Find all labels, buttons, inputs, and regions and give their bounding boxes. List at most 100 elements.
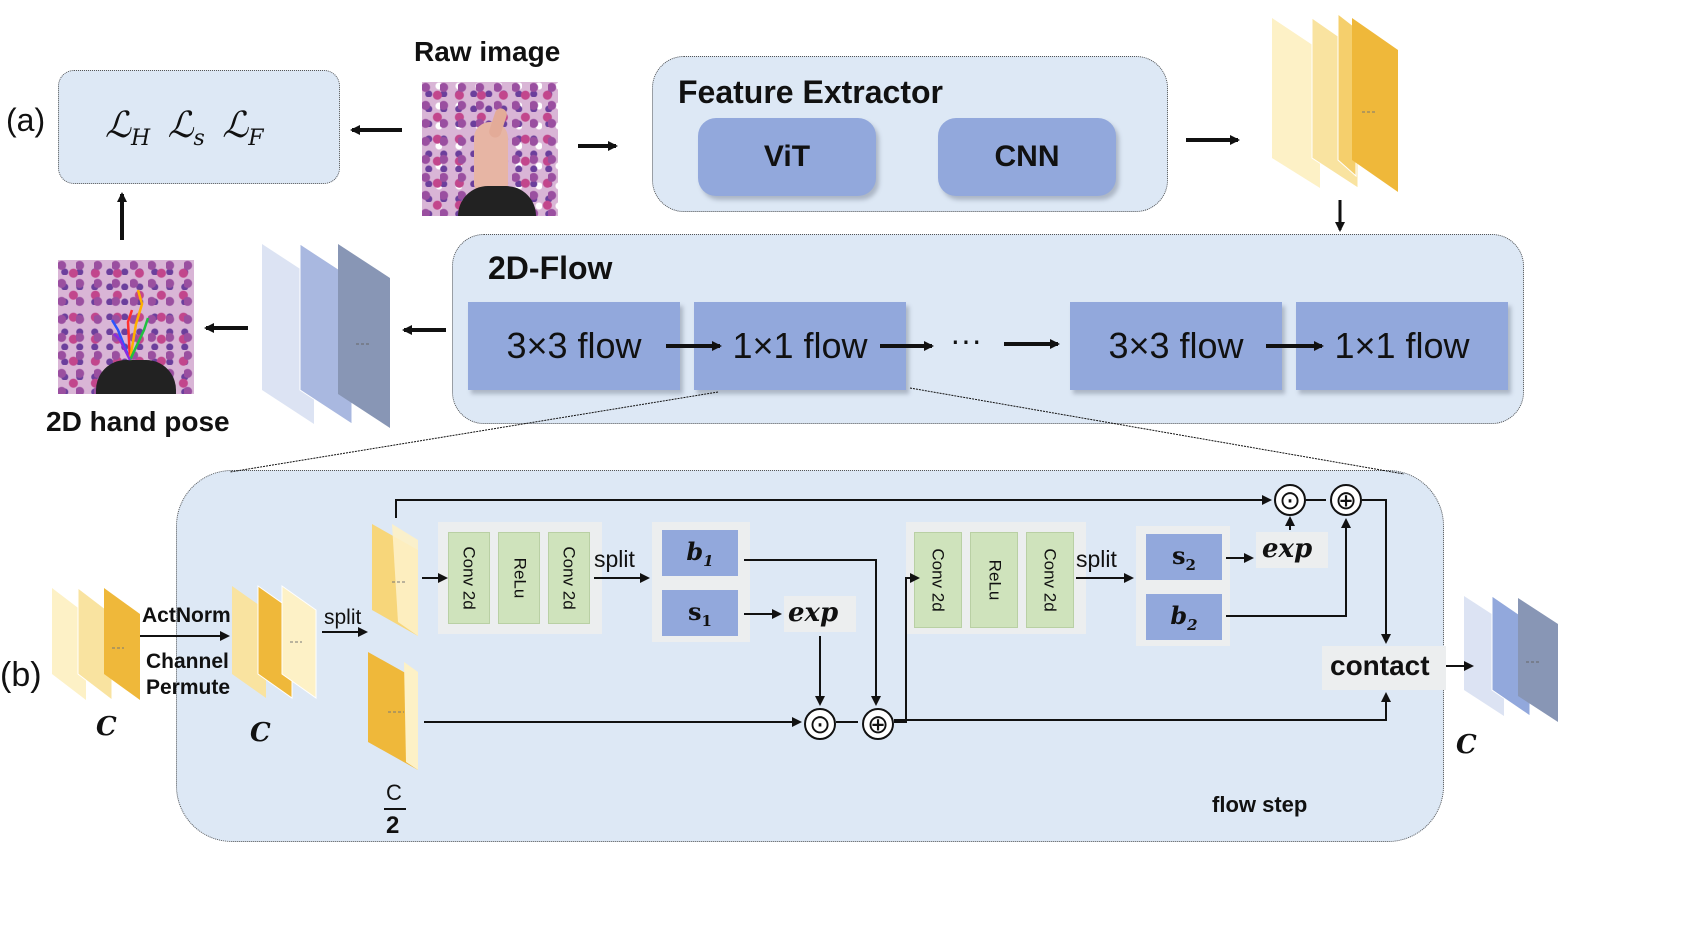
- flow-step-4-label: 1×1 flow: [1334, 325, 1470, 366]
- pose-sleeve-shape: [96, 360, 176, 394]
- b2-label: b2: [1170, 601, 1197, 634]
- flow-step-1: 3×3 flow: [468, 302, 680, 390]
- zoom-line-left: [229, 391, 719, 473]
- fraction-bar: [384, 808, 406, 810]
- arrow-oplus-to-conv2: [894, 573, 920, 723]
- exp2-bg: [1256, 532, 1328, 568]
- vit-label: ViT: [763, 140, 811, 173]
- relu-1: ReLu: [498, 532, 540, 624]
- permuted-c-label: C: [250, 718, 271, 748]
- odot-operator-2: ⊙: [1274, 484, 1306, 516]
- channel-label: Channel: [146, 650, 229, 673]
- exp2-label: exp: [1262, 534, 1313, 564]
- split-label-2: split: [594, 546, 635, 572]
- vit-box: ViT: [698, 118, 876, 196]
- loss-f: ℒ: [222, 105, 249, 146]
- oplus-1-symbol: ⊕: [867, 709, 889, 739]
- s1-letter: s: [688, 596, 702, 626]
- conv-1b: Conv 2d: [548, 532, 590, 624]
- raw-image: [422, 82, 558, 216]
- b1-label: b1: [686, 537, 713, 570]
- actnorm-label: ActNorm: [142, 604, 231, 627]
- odot-2-symbol: ⊙: [1279, 485, 1301, 515]
- conv-2a: Conv 2d: [914, 532, 962, 628]
- b2-subscript: 2: [1187, 615, 1198, 634]
- s2-letter: s: [1172, 540, 1186, 570]
- split-label-3: split: [1076, 546, 1117, 572]
- s1-label: s1: [688, 597, 712, 630]
- feature-extractor-title: Feature Extractor: [678, 74, 943, 110]
- oplus-2-symbol: ⊕: [1335, 485, 1357, 515]
- s2-box: s2: [1146, 534, 1222, 580]
- conv-1a: Conv 2d: [448, 532, 490, 624]
- loss-s-sub: s: [193, 126, 205, 152]
- zoom-line-right: [909, 387, 1405, 475]
- arrow-b2-to-oplus: [1226, 518, 1351, 617]
- half-upper-back: [392, 524, 418, 636]
- feature-map-layer-1: [1272, 18, 1320, 188]
- flow-step-2-label: 1×1 flow: [732, 325, 868, 366]
- flow-step-3: 3×3 flow: [1070, 302, 1282, 390]
- input-layer-3: [104, 588, 140, 700]
- sleeve-shape: [458, 186, 536, 216]
- arrow-upper-to-odot: [395, 495, 1272, 518]
- exp1-bg: [784, 596, 856, 632]
- loss-formula: ℒH ℒs ℒF: [105, 105, 263, 151]
- b1-letter: b: [686, 536, 704, 566]
- permuted-layer-3: [281, 585, 317, 699]
- half-c-numerator: C: [386, 780, 402, 805]
- loss-f-sub: F: [248, 126, 264, 152]
- s2-label: s2: [1172, 541, 1196, 574]
- s1-subscript: 1: [701, 611, 712, 630]
- flow-ellipsis: ···: [950, 322, 982, 358]
- panel-b-arrows: [140, 495, 1474, 727]
- odot-operator-1: ⊙: [804, 708, 836, 740]
- arrow-oplus2-to-contact: [1362, 499, 1391, 644]
- s1-box: s1: [662, 590, 738, 636]
- flow-step-2: 1×1 flow: [694, 302, 906, 390]
- pose-feature-layer-3: [338, 244, 390, 428]
- contact-bg: [1322, 646, 1446, 690]
- cnn-label: CNN: [994, 140, 1060, 173]
- input-layer-2: [77, 586, 113, 702]
- panel-a-label: (a): [6, 102, 46, 138]
- panel-b-label: (b): [0, 656, 42, 694]
- b2-letter: b: [1170, 600, 1188, 630]
- b2-box: b2: [1146, 594, 1222, 640]
- panel-a-arrows: [117, 125, 1405, 475]
- conv-2b: Conv 2d: [1026, 532, 1074, 628]
- loss-h: ℒ: [105, 105, 131, 146]
- arrow-b1-to-oplus: [744, 559, 881, 706]
- cnn-box: CNN: [938, 118, 1116, 196]
- flow2d-title: 2D-Flow: [488, 250, 613, 286]
- s2-subscript: 2: [1185, 555, 1196, 574]
- half-c-denominator: 2: [386, 812, 400, 839]
- flow-step-panel: [176, 470, 1444, 842]
- flow-step-4: 1×1 flow: [1296, 302, 1508, 390]
- split-label-1: split: [324, 606, 362, 629]
- input-c-label: C: [96, 712, 117, 742]
- output-layer-3: [1518, 598, 1558, 722]
- flow-step-3-label: 3×3 flow: [1108, 325, 1244, 366]
- b1-subscript: 1: [703, 551, 714, 570]
- exp1-label: exp: [788, 598, 839, 628]
- hand-skeleton-icon: [110, 289, 150, 361]
- loss-h-sub: H: [130, 126, 151, 152]
- feature-map-layer-4: [1352, 18, 1398, 192]
- oplus-operator-2: ⊕: [1330, 484, 1362, 516]
- hand-pose-image: [58, 260, 194, 394]
- output-c-label: C: [1456, 730, 1477, 760]
- loss-box: ℒH ℒs ℒF: [58, 70, 340, 184]
- arrow-oplus-to-contact: [894, 692, 1391, 721]
- flow-step-label: flow step: [1212, 792, 1308, 817]
- b1-box: b1: [662, 530, 738, 576]
- relu-2: ReLu: [970, 532, 1018, 628]
- loss-s: ℒ: [167, 105, 194, 146]
- oplus-operator-1: ⊕: [862, 708, 894, 740]
- contact-label: contact: [1330, 650, 1430, 681]
- permute-label: Permute: [146, 676, 231, 699]
